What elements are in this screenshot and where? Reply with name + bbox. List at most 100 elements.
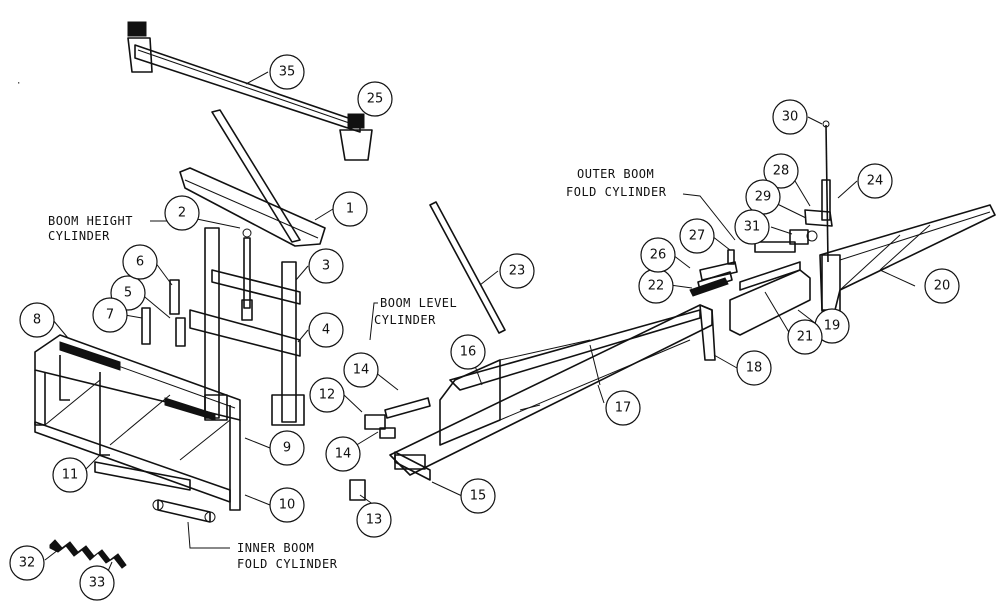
- callout-19: 19: [814, 308, 850, 344]
- callout-circle: [736, 350, 772, 386]
- label-outer-boom-fold-cylinder: OUTER BOOM FOLD CYLINDER: [566, 167, 667, 199]
- callout-number: 6: [136, 255, 144, 270]
- callout-circle: [857, 163, 893, 199]
- svg-text:·: ·: [16, 79, 22, 89]
- label-line: INNER BOOM: [237, 541, 314, 555]
- callout-circle: [332, 191, 368, 227]
- callout-circle: [356, 502, 392, 538]
- callout-circle: [679, 218, 715, 254]
- callout-31: 31: [734, 209, 770, 245]
- callout-9: 9: [269, 430, 305, 466]
- chain-32-33: [49, 539, 127, 569]
- brackets-5-6-7: [141, 279, 186, 347]
- callout-33: 33: [79, 565, 115, 601]
- callout-circle: [308, 312, 344, 348]
- callout-20: 20: [924, 268, 960, 304]
- callout-number: 4: [322, 323, 330, 338]
- label-line: BOOM HEIGHT: [48, 214, 133, 228]
- callout-number: 31: [744, 220, 761, 235]
- callout-circle: [164, 195, 200, 231]
- callout-14: 14: [325, 436, 361, 472]
- outer-boom-20: [804, 120, 996, 312]
- callout-23: 23: [499, 253, 535, 289]
- callout-circle: [357, 81, 393, 117]
- callout-bubbles: 1234567891011121314141516171819202122232…: [9, 54, 960, 601]
- callout-12: 12: [309, 377, 345, 413]
- callout-circle: [787, 319, 823, 355]
- callout-number: 11: [62, 468, 79, 483]
- callout-circle: [734, 209, 770, 245]
- callout-17: 17: [605, 390, 641, 426]
- callout-circle: [343, 352, 379, 388]
- label-line: CYLINDER: [374, 313, 436, 327]
- callout-1: 1: [332, 191, 368, 227]
- callout-3: 3: [308, 248, 344, 284]
- callout-number: 21: [797, 330, 814, 345]
- callout-21: 21: [787, 319, 823, 355]
- callout-number: 14: [353, 363, 370, 378]
- callout-circle: [269, 430, 305, 466]
- callout-number: 7: [106, 308, 114, 323]
- label-line: CYLINDER: [48, 229, 110, 243]
- callout-28: 28: [763, 153, 799, 189]
- callout-29: 29: [745, 179, 781, 215]
- callout-number: 27: [689, 229, 706, 244]
- callout-30: 30: [772, 99, 808, 135]
- callout-number: 17: [615, 401, 632, 416]
- callout-circle: [9, 545, 45, 581]
- callout-number: 9: [283, 441, 291, 456]
- label-line: FOLD CYLINDER: [566, 185, 667, 199]
- callout-circle: [122, 244, 158, 280]
- callout-number: 25: [367, 92, 384, 107]
- callout-number: 16: [460, 345, 477, 360]
- label-line: BOOM LEVEL: [380, 296, 457, 310]
- callout-10: 10: [269, 487, 305, 523]
- callout-16: 16: [450, 334, 486, 370]
- callout-number: 13: [366, 513, 383, 528]
- callout-number: 2: [178, 206, 186, 221]
- strut-23: [429, 201, 506, 334]
- callout-number: 23: [509, 264, 526, 279]
- callout-number: 1: [346, 202, 354, 217]
- callout-number: 5: [124, 286, 132, 301]
- callout-35: 35: [269, 54, 305, 90]
- callout-circle: [92, 297, 128, 333]
- leader-lines: [44, 71, 916, 579]
- callout-number: 35: [279, 65, 296, 80]
- callout-circle: [450, 334, 486, 370]
- callout-circle: [499, 253, 535, 289]
- callout-number: 32: [19, 556, 36, 571]
- callout-4: 4: [308, 312, 344, 348]
- callout-circle: [772, 99, 808, 135]
- callout-circle: [605, 390, 641, 426]
- callout-circle: [269, 487, 305, 523]
- boom-level-cylinder: [349, 397, 431, 501]
- callout-15: 15: [460, 478, 496, 514]
- callout-32: 32: [9, 545, 45, 581]
- callout-number: 3: [322, 259, 330, 274]
- callout-circle: [325, 436, 361, 472]
- callout-number: 26: [650, 248, 667, 263]
- callout-circle: [308, 248, 344, 284]
- callout-27: 27: [679, 218, 715, 254]
- lift-frame-3-4: [189, 227, 305, 426]
- callout-14: 14: [343, 352, 379, 388]
- callout-circle: [19, 302, 55, 338]
- callout-7: 7: [92, 297, 128, 333]
- callout-number: 15: [470, 489, 487, 504]
- callout-13: 13: [356, 502, 392, 538]
- callout-22: 22: [638, 268, 674, 304]
- callout-circle: [309, 377, 345, 413]
- callout-2: 2: [164, 195, 200, 231]
- callout-number: 10: [279, 498, 296, 513]
- callout-circle: [79, 565, 115, 601]
- label-inner-boom-fold-cylinder: INNER BOOM FOLD CYLINDER: [237, 541, 337, 571]
- label-line: OUTER BOOM: [577, 167, 654, 181]
- callout-number: 28: [773, 164, 790, 179]
- callout-circle: [640, 237, 676, 273]
- light-bar-35: [127, 21, 373, 161]
- inner-boom-17: [389, 304, 716, 481]
- callout-number: 24: [867, 174, 884, 189]
- callout-circle: [269, 54, 305, 90]
- boom-height-cylinder-2: [241, 228, 253, 321]
